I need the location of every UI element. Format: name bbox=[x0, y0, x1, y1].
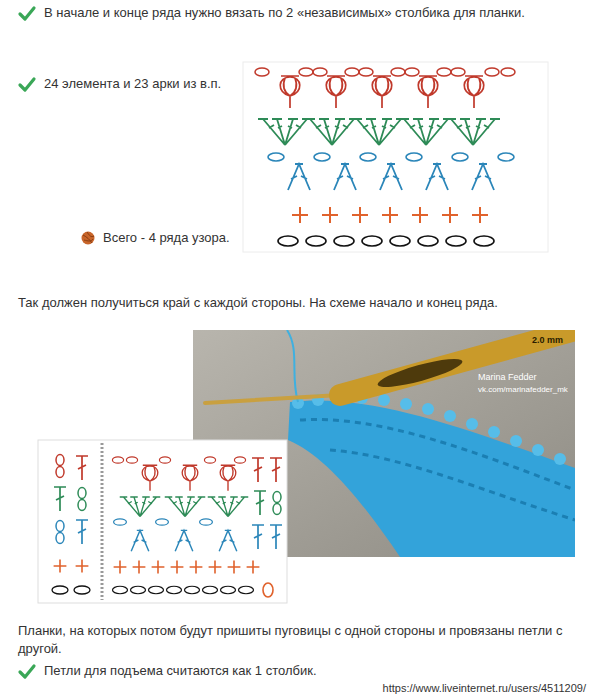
summary-text: Всего - 4 ряда узора. bbox=[103, 229, 253, 247]
instruction-text: 24 элемента и 23 арки из в.п. bbox=[44, 75, 239, 93]
watermark: Marina Fedder bbox=[478, 372, 574, 383]
instruction-text: В начале и конце ряда нужно вязать по 2 … bbox=[44, 4, 584, 22]
hook-size: 2.0 mm bbox=[532, 335, 574, 346]
caption-text: Планки, на которых потом будут пришиты п… bbox=[18, 622, 578, 658]
watermark: vk.com/marinafedder_mk bbox=[478, 384, 574, 395]
instruction-text: Петли для подъема считаются как 1 столби… bbox=[44, 662, 564, 680]
watermark-url: https://www.liveinternet.ru/users/451120… bbox=[383, 681, 586, 695]
caption-text: Так должен получиться край с каждой стор… bbox=[18, 294, 588, 312]
